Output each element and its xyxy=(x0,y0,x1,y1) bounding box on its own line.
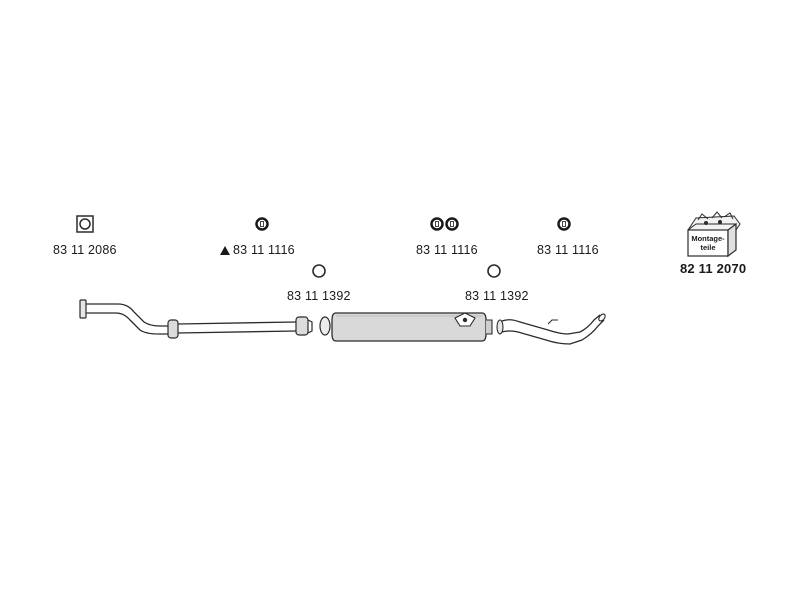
part-number-ring-right: 83 11 1392 xyxy=(465,289,529,303)
pipe-joint-rear xyxy=(295,316,309,336)
clamp-ring-icon xyxy=(557,217,571,231)
warning-triangle-icon xyxy=(220,246,230,255)
double-clamp-ring-icon xyxy=(430,217,459,231)
seal-ring-icon xyxy=(312,264,326,278)
clamp-ring-icon xyxy=(255,217,269,231)
kit-box-text-1: Montage- xyxy=(691,234,725,243)
square-gasket-icon xyxy=(76,215,94,233)
part-number-ring-left: 83 11 1392 xyxy=(287,289,351,303)
kit-box-text-2: teile xyxy=(700,243,715,252)
mounting-kit-box-icon: Montage- teile xyxy=(687,211,741,258)
tail-pipe xyxy=(496,313,606,345)
part-number-flange-gasket: 83 11 2086 xyxy=(53,243,117,257)
seal-ring-icon xyxy=(487,264,501,278)
seal-ring-mounted xyxy=(319,316,331,336)
part-number-clamp-front-text: 83 11 1116 xyxy=(233,243,295,257)
rear-silencer xyxy=(331,312,493,342)
part-number-clamp-rear: 83 11 1116 xyxy=(537,243,599,257)
part-number-mounting-kit: 82 11 2070 xyxy=(680,261,747,276)
middle-pipe xyxy=(177,321,297,334)
front-pipe xyxy=(79,299,170,335)
part-number-clamp-pair: 83 11 1116 xyxy=(416,243,478,257)
pipe-joint-front xyxy=(167,319,179,339)
part-number-clamp-front: 83 11 1116 xyxy=(220,243,295,257)
